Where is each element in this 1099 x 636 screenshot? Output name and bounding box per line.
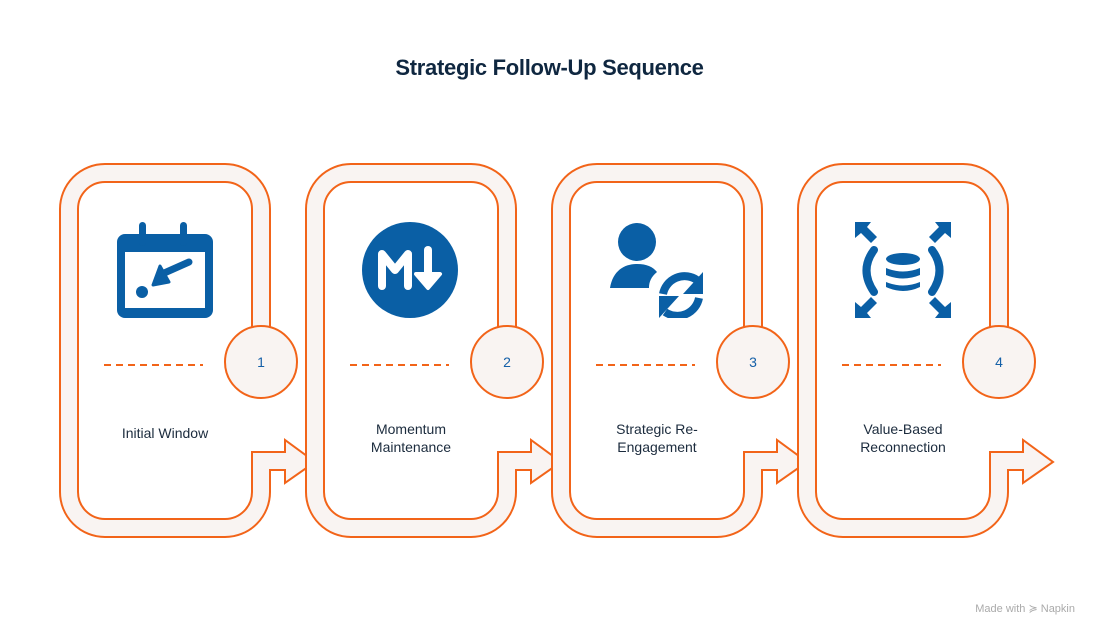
step-number-circle-4 xyxy=(962,325,1036,399)
step-number-4: 4 xyxy=(995,354,1003,370)
step-number-1: 1 xyxy=(257,354,265,370)
step-number-circle-2 xyxy=(470,325,544,399)
step-number-3: 3 xyxy=(749,354,757,370)
footer-credit: Made with ≽ Napkin xyxy=(975,602,1075,615)
step-band-arrow-1 xyxy=(59,163,317,538)
user-sync-icon xyxy=(610,223,703,318)
step-label-3: Strategic Re-Engagement xyxy=(616,421,698,455)
step-number-2: 2 xyxy=(503,354,511,370)
made-with-text: Made with xyxy=(975,603,1026,615)
step-number-circle-3 xyxy=(716,325,790,399)
database-expand-icon xyxy=(855,222,951,318)
brand-text: Napkin xyxy=(1040,603,1075,615)
step-number-circle-1 xyxy=(224,325,298,399)
calendar-arrow-icon xyxy=(117,222,213,318)
diagram-title: Strategic Follow-Up Sequence xyxy=(395,55,704,80)
step-band-arrow-3 xyxy=(551,163,809,538)
step-label-1: Initial Window xyxy=(121,425,209,441)
step-label-2: Momentum Maintenance xyxy=(370,421,452,455)
step-band-arrow-2 xyxy=(305,163,563,538)
step-label-4: Value-Based Reconnection xyxy=(860,421,946,455)
napkin-logo-icon: ≽ xyxy=(1028,603,1038,615)
markdown-down-icon xyxy=(362,222,458,318)
step-band-arrow-4 xyxy=(797,163,1055,538)
